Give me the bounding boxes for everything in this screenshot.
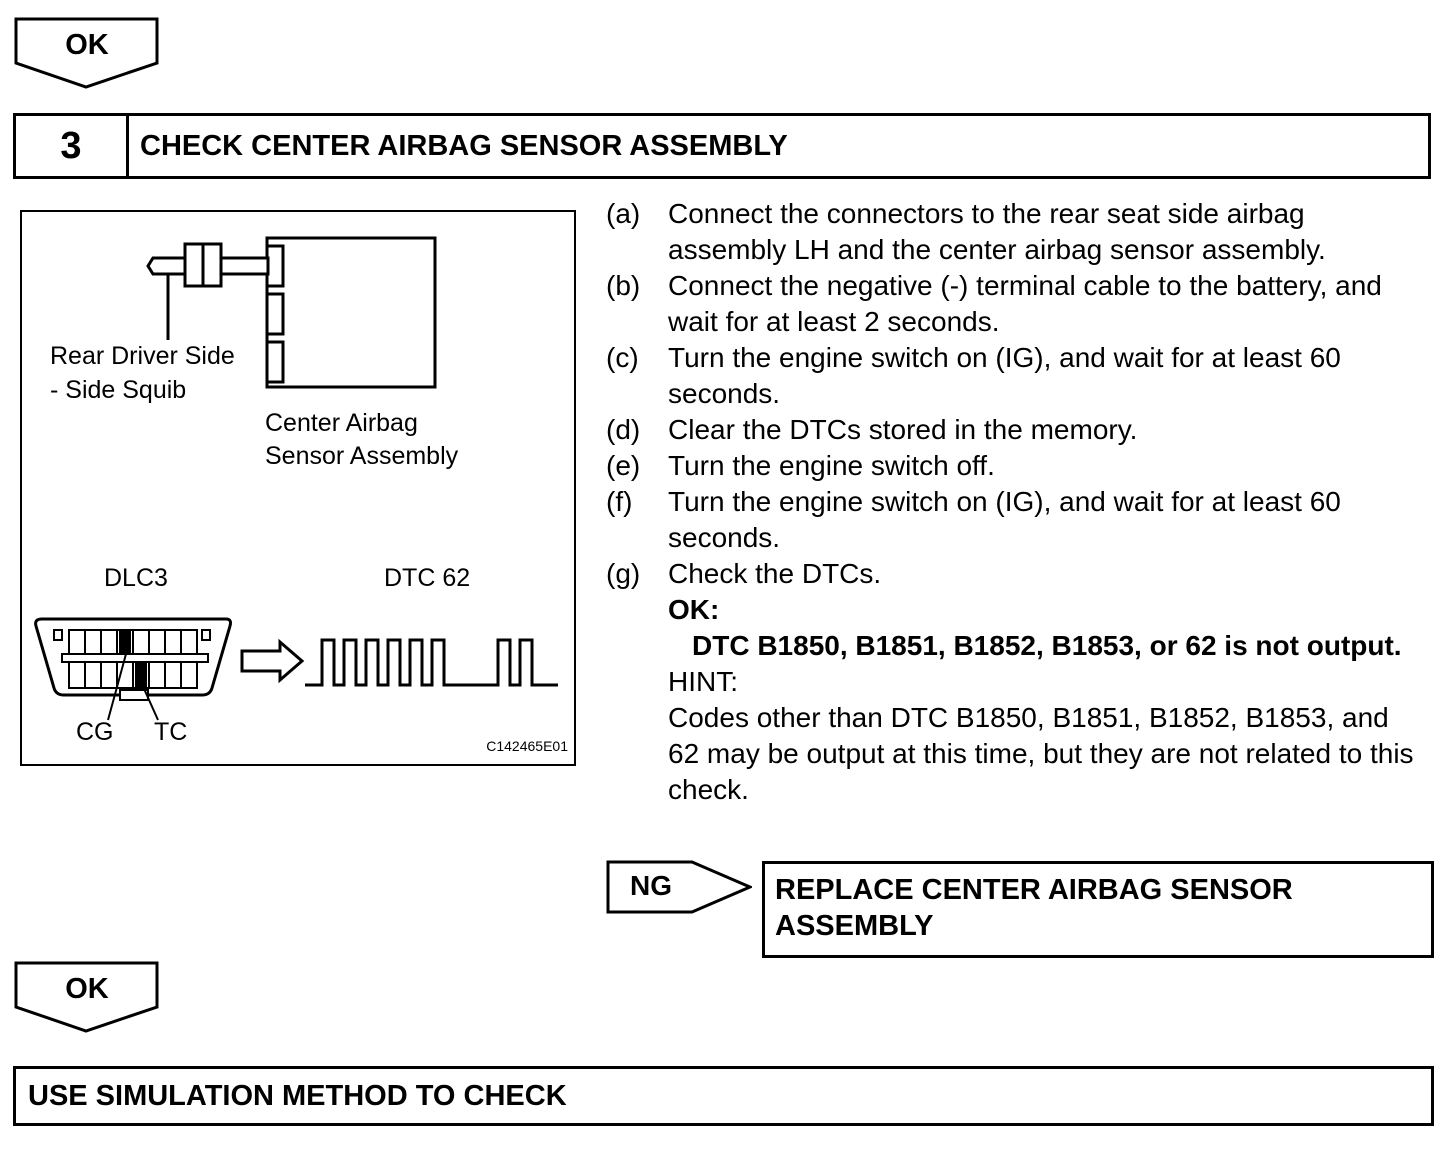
step-text: Turn the engine switch on (IG), and wait… [668, 342, 1341, 409]
sensor-box [265, 236, 437, 389]
dlc3-label: DLC3 [104, 564, 168, 592]
step-c: (c) Turn the engine switch on (IG), and w… [606, 340, 1426, 412]
step-marker: (f) [606, 486, 633, 517]
ok-flag-bottom: OK [14, 961, 160, 1035]
ng-arrow-icon [606, 860, 752, 914]
ok-arrow-icon [14, 17, 159, 89]
ok-title: OK: [668, 594, 720, 625]
step-title: CHECK CENTER AIRBAG SENSOR ASSEMBLY [140, 130, 788, 162]
ok-criteria: OK: DTC B1850, B1851, B1852, B1853, or 6… [606, 592, 1426, 808]
step-marker: (b) [606, 270, 641, 301]
ng-tag: NG [606, 860, 752, 916]
step-header: 3 CHECK CENTER AIRBAG SENSOR ASSEMBLY [13, 113, 1431, 179]
figure-code: C142465E01 [486, 738, 568, 754]
sensor-label-1: Center Airbag [265, 409, 418, 437]
step-e: (e) Turn the engine switch off. [606, 448, 1426, 484]
squib-cable [218, 256, 270, 276]
cg-label: CG [76, 718, 114, 746]
sensor-connector-2 [265, 292, 285, 336]
ok-flag-top: OK [14, 17, 160, 91]
step-number: 3 [16, 116, 129, 176]
step-text: Clear the DTCs stored in the memory. [668, 414, 1138, 445]
dlc3-connector [34, 617, 232, 721]
hint-title: HINT: [668, 666, 738, 697]
step-text: Connect the connectors to the rear seat … [668, 198, 1326, 265]
ok-flag-label: OK [65, 973, 109, 1005]
tc-label: TC [154, 718, 187, 746]
ng-action-box: REPLACE CENTER AIRBAG SENSOR ASSEMBLY [762, 861, 1434, 958]
squib-label-2: - Side Squib [50, 376, 186, 404]
step-f: (f) Turn the engine switch on (IG), and w… [606, 484, 1426, 556]
ok-arrow-icon [14, 961, 159, 1033]
step-marker: (d) [606, 414, 641, 445]
step-a: (a) Connect the connectors to the rear se… [606, 196, 1426, 268]
next-step-box: USE SIMULATION METHOD TO CHECK [13, 1066, 1434, 1126]
hint-text: Codes other than DTC B1850, B1851, B1852… [668, 702, 1414, 805]
diagram-figure: Rear Driver Side - Side Squib Center Air… [20, 210, 576, 766]
step-marker: (e) [606, 450, 641, 481]
dtc-62-label: DTC 62 [384, 564, 470, 592]
dtc-62-waveform [305, 638, 558, 687]
ng-label: NG [630, 870, 672, 901]
sensor-connector-3 [265, 340, 285, 384]
ok-flag-label: OK [65, 29, 109, 61]
step-text: Turn the engine switch off. [668, 450, 995, 481]
step-text: Check the DTCs. [668, 558, 882, 589]
step-marker: (a) [606, 198, 641, 229]
step-marker: (g) [606, 558, 641, 589]
step-d: (d) Clear the DTCs stored in the memory. [606, 412, 1426, 448]
step-g: (g) Check the DTCs. [606, 556, 1426, 592]
procedure: (a) Connect the connectors to the rear se… [606, 196, 1426, 808]
arrow-icon [240, 638, 305, 684]
step-text: Turn the engine switch on (IG), and wait… [668, 486, 1341, 553]
step-text: Connect the negative (-) terminal cable … [668, 270, 1382, 337]
step-marker: (c) [606, 342, 639, 373]
ok-detail: DTC B1850, B1851, B1852, B1853, or 62 is… [692, 630, 1402, 661]
sensor-label-2: Sensor Assembly [265, 442, 459, 470]
step-b: (b) Connect the negative (-) terminal cab… [606, 268, 1426, 340]
squib-label-1: Rear Driver Side [50, 342, 235, 370]
wiring-diagram: Rear Driver Side - Side Squib Center Air… [34, 236, 568, 754]
